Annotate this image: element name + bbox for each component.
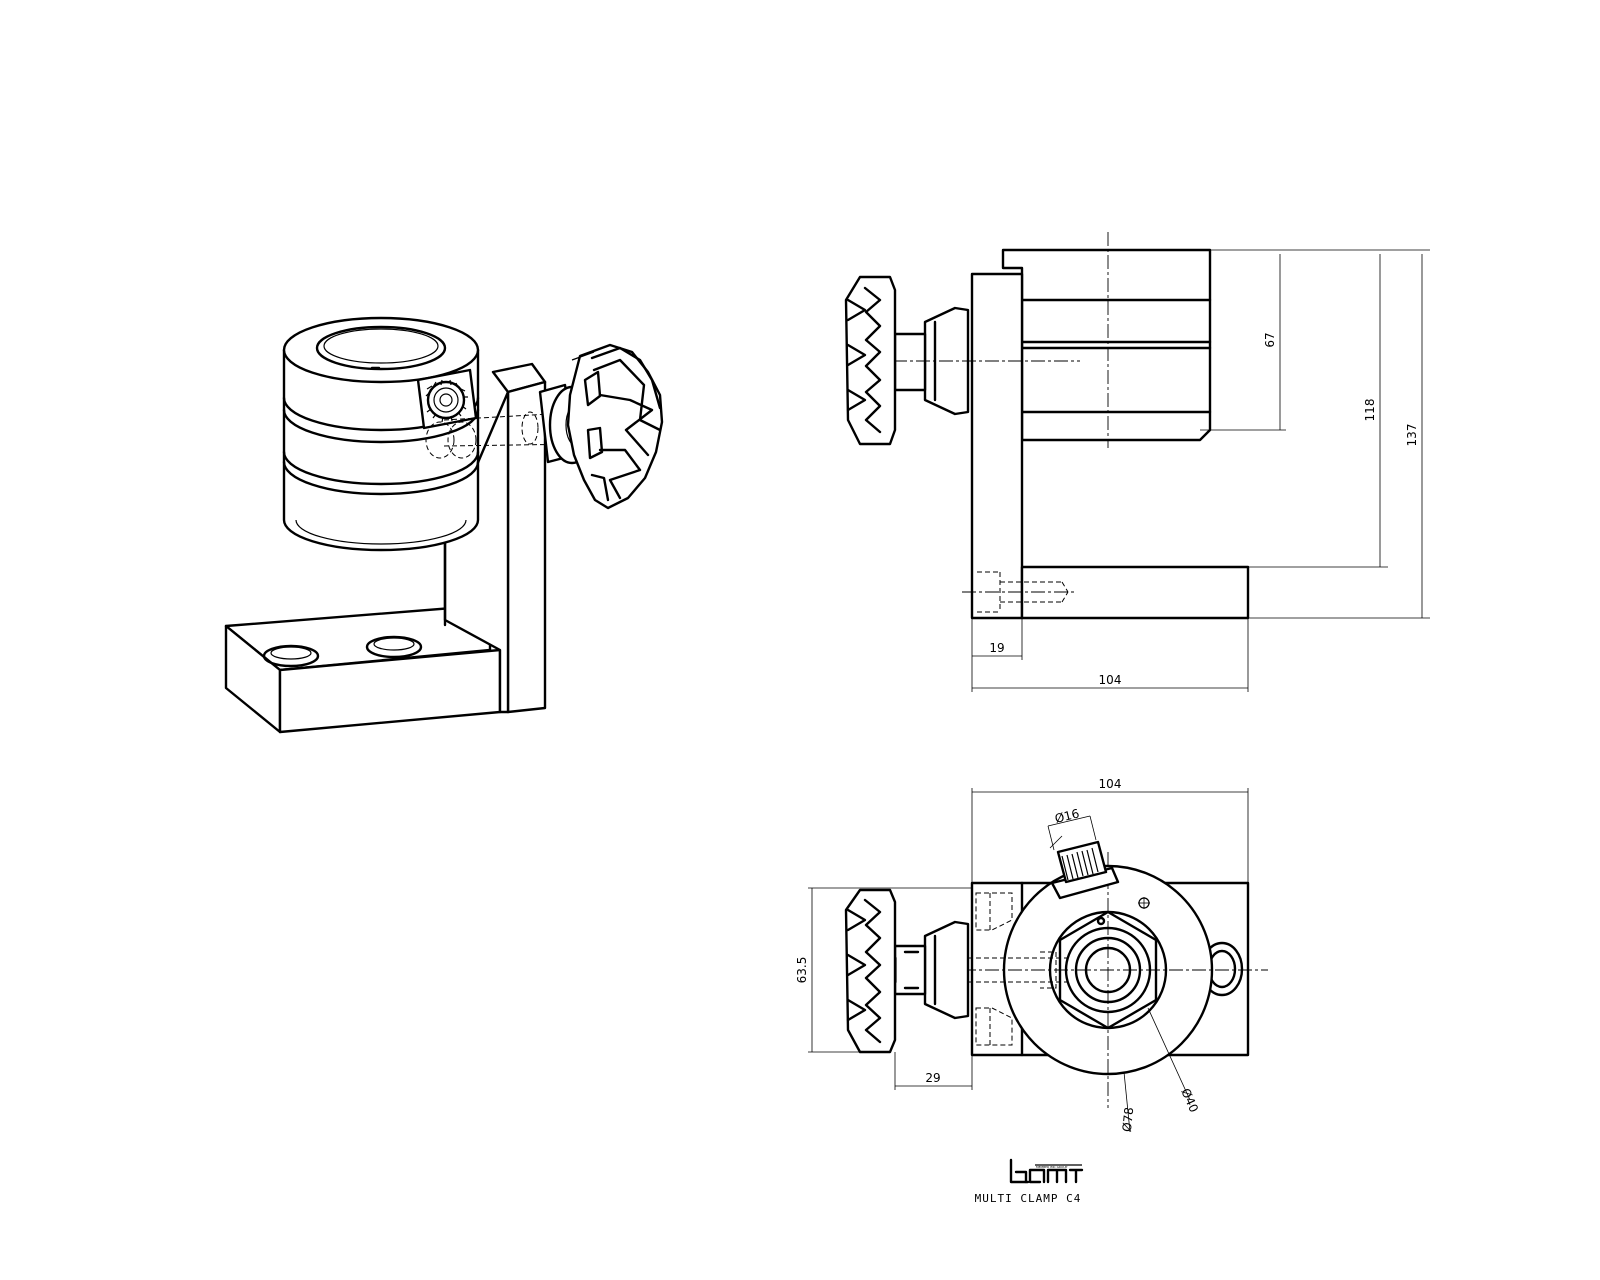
side-clamp-body bbox=[1001, 232, 1212, 448]
dim-67: 67 bbox=[1263, 332, 1277, 347]
dim-29: 29 bbox=[925, 1071, 940, 1085]
side-dimensions: 67 118 137 19 104 bbox=[971, 249, 1430, 692]
top-knob-collar bbox=[883, 920, 1068, 1020]
dim-104-top: 104 bbox=[1099, 777, 1122, 791]
dim-d40: Ø40 bbox=[1178, 1086, 1201, 1114]
top-round-body bbox=[870, 852, 1268, 1108]
dim-104-side: 104 bbox=[1099, 673, 1122, 687]
dim-d16: Ø16 bbox=[1053, 806, 1080, 826]
dim-19: 19 bbox=[989, 641, 1004, 655]
dim-63-5: 63.5 bbox=[795, 957, 809, 984]
logo-tagline: MEMBER IMC GROUP bbox=[1036, 1165, 1068, 1169]
iscar-logo: MEMBER IMC GROUP bbox=[1009, 1158, 1084, 1184]
top-star-knob bbox=[844, 888, 897, 1054]
title-block: MEMBER IMC GROUP MULTI CLAMP C4 bbox=[975, 1158, 1084, 1205]
dim-d78: Ø78 bbox=[1120, 1107, 1137, 1133]
iso-lock-screw bbox=[416, 368, 478, 459]
isometric-view bbox=[224, 316, 664, 734]
side-bracket bbox=[962, 272, 1250, 620]
dim-118: 118 bbox=[1363, 399, 1377, 422]
drawing-title: MULTI CLAMP C4 bbox=[975, 1192, 1082, 1205]
dim-137: 137 bbox=[1405, 424, 1419, 447]
iso-hidden-stud bbox=[443, 411, 586, 447]
top-lock-screw: Ø16 bbox=[1047, 806, 1120, 900]
side-view: 67 118 137 19 104 bbox=[844, 232, 1430, 692]
iso-star-knob bbox=[566, 343, 664, 510]
top-dimensions: 104 63.5 29 Ø40 Ø78 bbox=[795, 777, 1249, 1133]
iso-upright bbox=[443, 362, 547, 714]
iso-base-plate bbox=[224, 603, 502, 734]
side-star-knob bbox=[844, 275, 897, 446]
top-view: Ø16 104 bbox=[795, 777, 1268, 1133]
